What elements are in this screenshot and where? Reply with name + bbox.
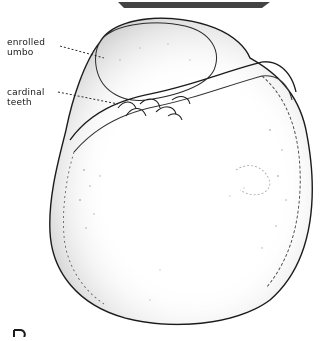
cardinal-teeth-label-line2: teeth: [7, 98, 45, 108]
enrolled-umbo-label-line1: enrolled: [7, 38, 45, 48]
enrolled-umbo-label: enrolled umbo: [7, 38, 45, 58]
top-border-fragment: [118, 2, 270, 8]
enrolled-umbo-label-line2: umbo: [7, 48, 45, 58]
cardinal-teeth-label: cardinal teeth: [7, 88, 45, 108]
cardinal-teeth-label-line1: cardinal: [7, 88, 45, 98]
bottom-letter-fragment: [14, 330, 25, 337]
shell-outline: [50, 18, 312, 324]
